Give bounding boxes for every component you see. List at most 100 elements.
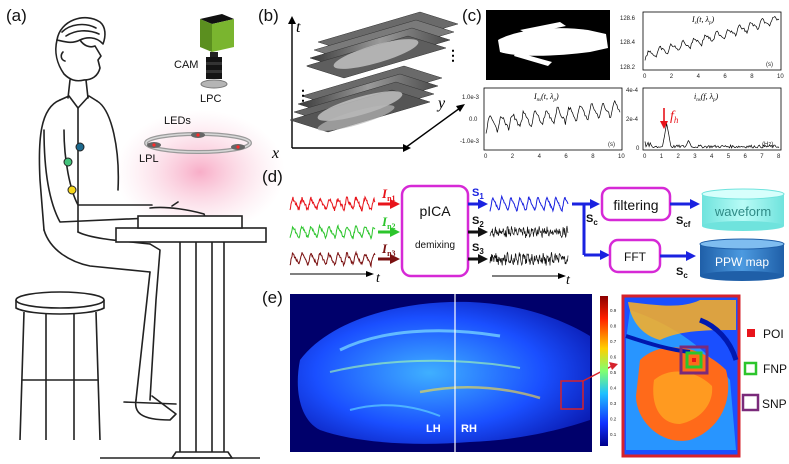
y-axis: [404, 107, 461, 149]
colorbar-tick-0: 0.9: [610, 308, 617, 313]
freq-xtick-3: 3: [693, 154, 697, 160]
fnp-box: [685, 351, 703, 369]
is-xtick-1: 2: [670, 74, 674, 80]
camera-icon: [200, 14, 234, 89]
freq-unit: (Hz): [762, 142, 773, 148]
panel-d-label: (d): [262, 167, 283, 186]
snp-box: [679, 345, 709, 375]
t-label-left: t: [376, 271, 381, 286]
image-stack: [289, 11, 459, 133]
cam-label: CAM: [174, 59, 198, 71]
freq-xtick-4: 4: [710, 154, 714, 160]
ppw-label: PPW map: [715, 255, 769, 269]
x-axis-arrow: [403, 144, 411, 152]
roi-box: [560, 380, 584, 410]
in1-label: In1: [381, 186, 396, 203]
lpc-label: LPC: [200, 93, 221, 105]
input-signal-1: [289, 195, 376, 212]
panel-b: (b) t x y λp ⋮ ⋮: [258, 6, 465, 162]
freq-title: ins(f, λp): [694, 92, 719, 103]
colorbar-tick-8: 0.1: [610, 432, 617, 437]
ins-unit: (s): [608, 142, 615, 148]
ins-ytick-0: 1.0e-3: [462, 95, 480, 101]
freq-ytick-2: 0: [636, 146, 640, 152]
is-xtick-5: 10: [777, 74, 784, 80]
colorbar-tick-3: 0.6: [610, 355, 617, 360]
y-axis-label: y: [436, 95, 446, 112]
is-ytick-0: 128.6: [620, 16, 636, 22]
ins-signal-line: [485, 99, 621, 134]
panel-b-label: (b): [258, 6, 279, 25]
is-ytick-1: 128.4: [620, 40, 636, 46]
source-signal-1: [489, 194, 569, 213]
freq-xtick-1: 1: [660, 154, 664, 160]
colorbar-tick-2: 0.7: [610, 339, 617, 344]
freq-ytick-0: 4e-4: [626, 88, 639, 94]
freq-xtick-0: 0: [643, 154, 647, 160]
colorbar-tick-5: 0.4: [610, 386, 617, 391]
stack-ellipsis-left: ⋮: [296, 87, 310, 103]
fnp-legend-swatch: [743, 361, 758, 376]
stack-ellipsis-right: ⋮: [446, 47, 460, 63]
light-glow: [115, 110, 285, 234]
freq-spectrum-line: [644, 123, 780, 149]
freq-xtick-8: 8: [777, 154, 781, 160]
is-signal-line: [644, 15, 780, 61]
ins-title: Ins(t, λp): [533, 92, 559, 103]
panel-d: (d) t In1 In2 In3 pICA demixing S1 S2 S3: [262, 167, 785, 288]
sensor-dot-green: [63, 157, 73, 167]
panel-a: (a) CAM LPC LEDs LPL: [6, 6, 285, 459]
sc-label: Sc: [586, 213, 598, 227]
filtering-label: filtering: [613, 197, 658, 213]
person-illustration: [38, 16, 207, 421]
leds-label: LEDs: [164, 115, 191, 127]
freq-xtick-7: 7: [760, 154, 764, 160]
t-label-right: t: [566, 273, 571, 288]
freq-xtick-2: 2: [677, 154, 681, 160]
waveform-store: waveform: [701, 188, 785, 231]
is-xtick-3: 6: [723, 74, 727, 80]
source-signal-3: [489, 251, 569, 267]
panel-a-label: (a): [6, 6, 27, 25]
lh-label: LH: [426, 423, 441, 435]
y-axis-arrow: [456, 104, 465, 112]
fh-arrowhead: [660, 121, 668, 129]
in3-label: In3: [381, 241, 396, 258]
fft-label: FFT: [624, 250, 647, 264]
t-axis-label: t: [296, 19, 301, 36]
snp-legend-swatch: [741, 393, 760, 412]
poi-dot: [692, 358, 696, 362]
input-signal-3: [289, 250, 376, 269]
waveform-label: waveform: [714, 204, 771, 219]
colorbar-tick-4: 0.5: [610, 370, 617, 375]
s2-label: S2: [472, 215, 484, 229]
rh-label: RH: [461, 423, 477, 435]
is-unit: (s): [766, 62, 773, 68]
colorbar-tick-6: 0.3: [610, 401, 617, 406]
in2-label: In2: [381, 214, 396, 231]
table-illustration: [100, 215, 267, 459]
snp-legend-label: SNP: [762, 397, 787, 411]
poi-legend-swatch: [747, 329, 755, 337]
scf-label: Scf: [676, 215, 691, 229]
s3-label: S3: [472, 242, 484, 256]
colorbar: [600, 296, 608, 446]
is-title: Is(t, λp): [691, 15, 714, 26]
ins-xtick-5: 10: [618, 154, 625, 160]
ins-ytick-1: 0.0: [469, 117, 478, 123]
ins-xtick-4: 8: [591, 154, 595, 160]
panel-c-label: (c): [462, 6, 482, 25]
fh-label: fh: [670, 109, 679, 125]
ins-xtick-3: 6: [564, 154, 568, 160]
stool-illustration: [15, 291, 105, 441]
ins-ytick-2: -1.0e-3: [460, 139, 480, 145]
sensor-dot-blue: [75, 142, 85, 152]
colorbar-tick-1: 0.8: [610, 324, 617, 329]
colorbar-tick-7: 0.2: [610, 417, 617, 422]
ins-xtick-1: 2: [511, 154, 515, 160]
ins-xtick-0: 0: [484, 154, 488, 160]
